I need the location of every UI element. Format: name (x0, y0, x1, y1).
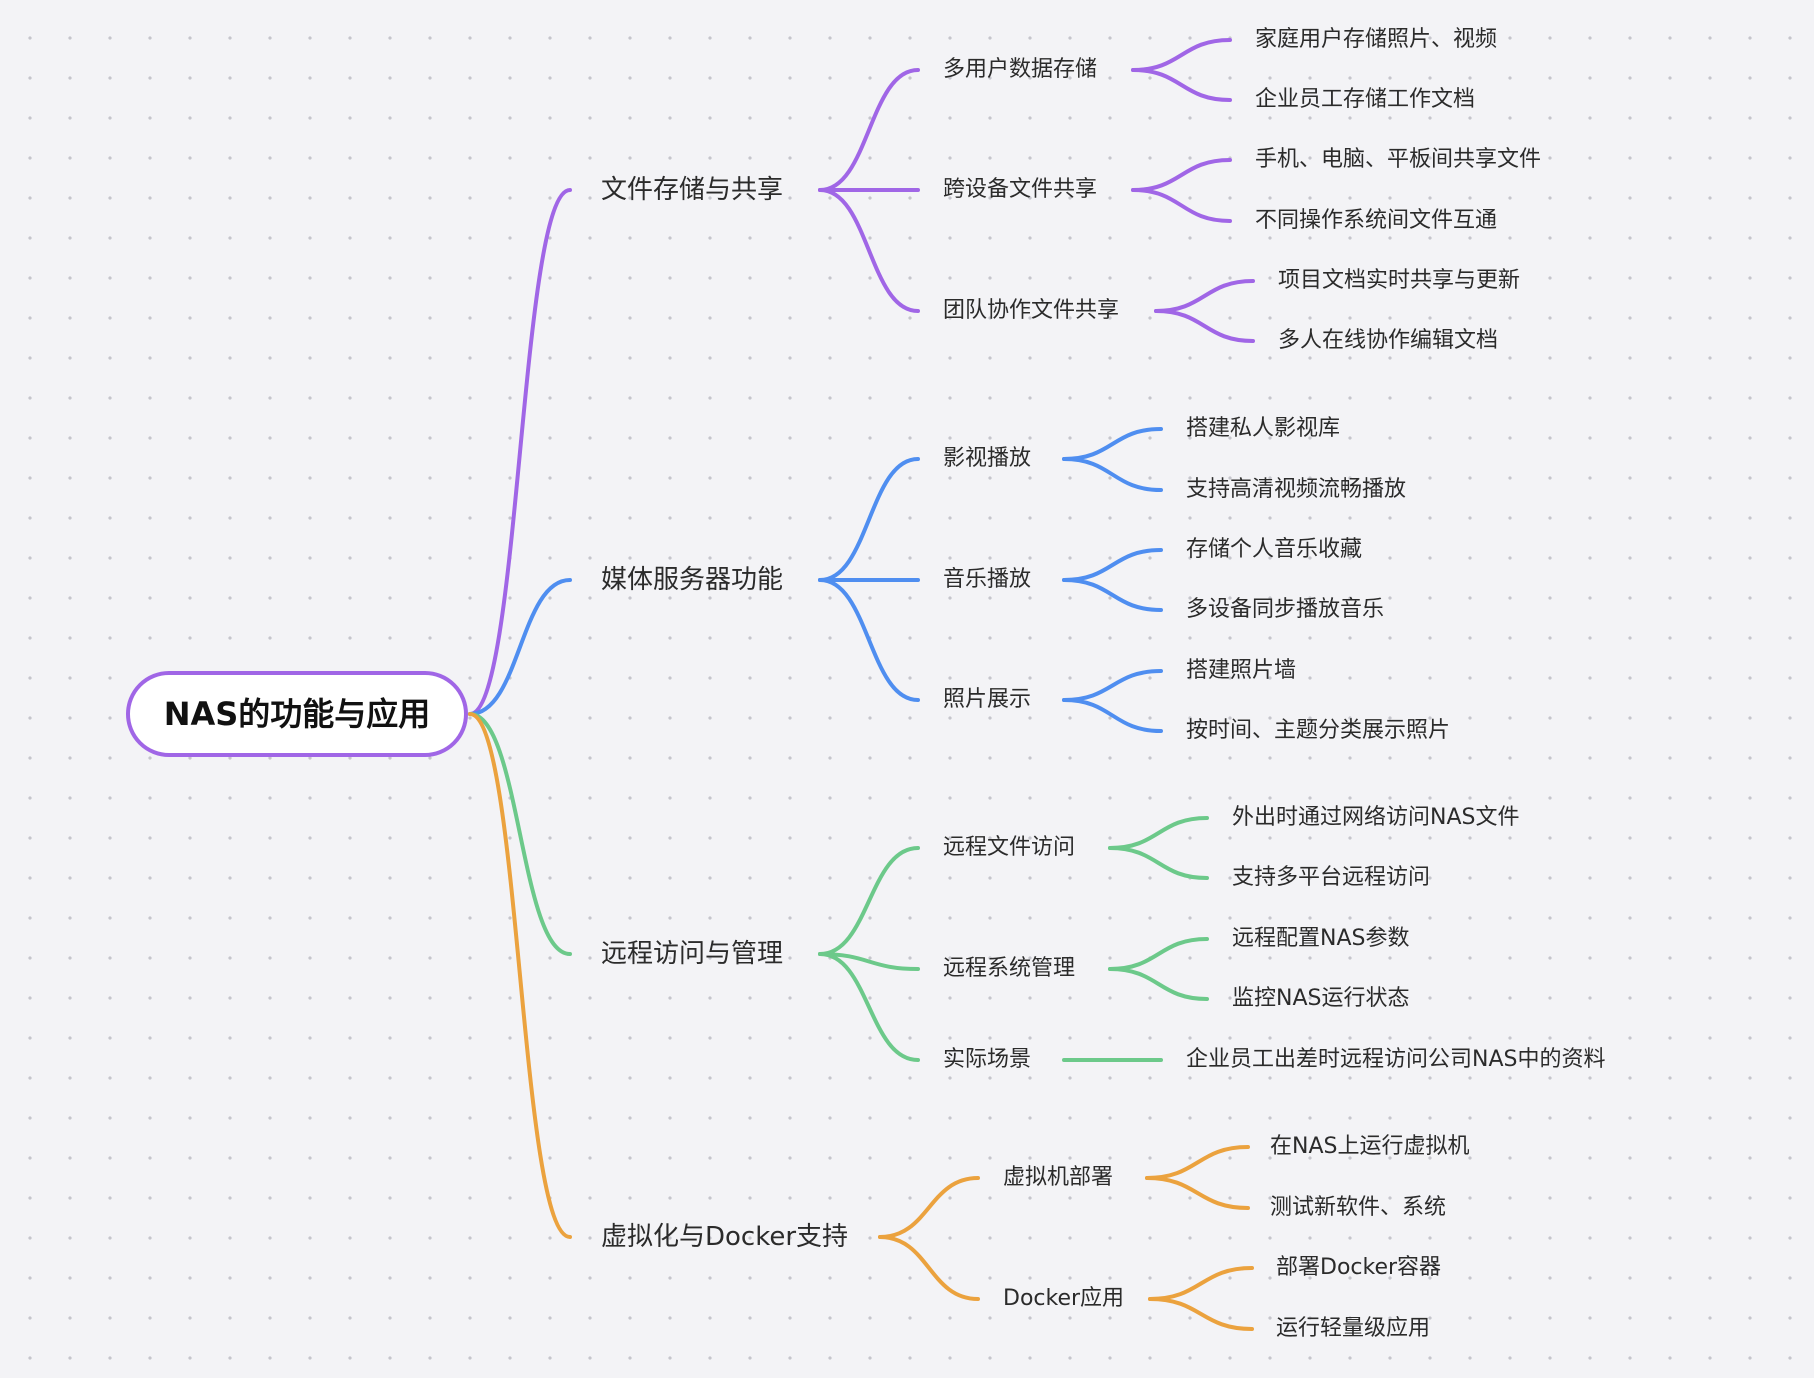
connector-topic-1-1-leaf-0 (1062, 548, 1163, 582)
leaf-hd-streaming[interactable]: 支持高清视频流畅播放 (1186, 477, 1407, 502)
connector-topic-3-0-leaf-0 (1145, 1145, 1250, 1180)
branch-media-server[interactable]: 媒体服务器功能 (601, 565, 784, 595)
topic-cross-device-sharing[interactable]: 跨设备文件共享 (943, 177, 1098, 202)
topic-video-playback[interactable]: 影视播放 (943, 446, 1032, 471)
connector-topic-2-0-leaf-0 (1108, 816, 1209, 850)
topic-music-playback[interactable]: 音乐播放 (943, 567, 1032, 592)
leaf-multi-device-music[interactable]: 多设备同步播放音乐 (1186, 597, 1385, 622)
connector-topic-0-0-leaf-1 (1131, 68, 1232, 102)
connector-root-branch-1 (468, 578, 572, 716)
leaf-cross-os-interop[interactable]: 不同操作系统间文件互通 (1255, 208, 1498, 233)
topic-remote-file-access[interactable]: 远程文件访问 (943, 835, 1076, 860)
connector-branch-0-topic-2 (818, 188, 920, 313)
leaf-deploy-docker-containers[interactable]: 部署Docker容器 (1276, 1255, 1442, 1280)
topic-remote-system-management[interactable]: 远程系统管理 (943, 956, 1076, 981)
connector-root-branch-3 (468, 712, 572, 1239)
connector-topic-0-1-leaf-1 (1131, 188, 1232, 223)
leaf-monitor-status[interactable]: 监控NAS运行状态 (1232, 986, 1410, 1011)
leaf-run-vm-on-nas[interactable]: 在NAS上运行虚拟机 (1270, 1134, 1470, 1159)
leaf-multi-platform-access[interactable]: 支持多平台远程访问 (1232, 865, 1431, 890)
connector-topic-2-1-leaf-1 (1108, 967, 1209, 1001)
topic-real-scenario[interactable]: 实际场景 (943, 1047, 1032, 1072)
connector-topic-1-0-leaf-1 (1062, 457, 1163, 492)
branch-file-storage-sharing[interactable]: 文件存储与共享 (601, 175, 784, 205)
connector-topic-1-2-leaf-0 (1062, 669, 1163, 702)
leaf-online-co-editing[interactable]: 多人在线协作编辑文档 (1278, 328, 1499, 353)
topic-docker-apps[interactable]: Docker应用 (1003, 1286, 1125, 1311)
connector-branch-2-topic-0 (818, 846, 920, 956)
leaf-phone-pc-tablet-sharing[interactable]: 手机、电脑、平板间共享文件 (1255, 147, 1542, 172)
leaf-access-nas-files-remotely[interactable]: 外出时通过网络访问NAS文件 (1232, 805, 1520, 830)
leaf-test-software-systems[interactable]: 测试新软件、系统 (1270, 1195, 1447, 1220)
connector-branch-0-topic-0 (818, 68, 920, 192)
connector-topic-1-1-leaf-1 (1062, 578, 1163, 612)
connector-topic-3-0-leaf-1 (1145, 1176, 1250, 1210)
leaf-private-video-library[interactable]: 搭建私人影视库 (1186, 416, 1341, 441)
connector-topic-2-1-leaf-0 (1108, 937, 1209, 971)
connector-branch-3-topic-1 (878, 1235, 980, 1301)
connector-topic-0-2-leaf-1 (1154, 309, 1255, 343)
mindmap-root[interactable]: NAS的功能与应用 (126, 671, 468, 757)
connector-topic-2-0-leaf-1 (1108, 846, 1209, 880)
connector-root-branch-2 (468, 712, 572, 956)
leaf-personal-music-collection[interactable]: 存储个人音乐收藏 (1186, 537, 1363, 562)
connector-branch-1-topic-0 (818, 457, 920, 582)
connector-topic-0-1-leaf-0 (1131, 158, 1232, 192)
connector-branch-2-topic-1 (818, 952, 920, 971)
connector-branch-1-topic-2 (818, 578, 920, 702)
leaf-business-trip-access[interactable]: 企业员工出差时远程访问公司NAS中的资料 (1186, 1047, 1606, 1072)
topic-team-collaboration[interactable]: 团队协作文件共享 (943, 298, 1120, 323)
connector-topic-0-2-leaf-0 (1154, 279, 1255, 313)
connector-topic-3-1-leaf-1 (1148, 1297, 1254, 1331)
connector-root-branch-0 (468, 188, 572, 716)
topic-vm-deployment[interactable]: 虚拟机部署 (1003, 1165, 1114, 1190)
connector-branch-2-topic-2 (818, 952, 920, 1062)
branch-remote-access[interactable]: 远程访问与管理 (601, 939, 784, 969)
leaf-remote-config[interactable]: 远程配置NAS参数 (1232, 926, 1410, 951)
connector-topic-1-2-leaf-1 (1062, 698, 1163, 733)
connector-topic-3-1-leaf-0 (1148, 1266, 1254, 1301)
connector-topic-1-0-leaf-0 (1062, 427, 1163, 461)
leaf-lightweight-apps[interactable]: 运行轻量级应用 (1276, 1316, 1431, 1341)
leaf-employee-documents[interactable]: 企业员工存储工作文档 (1255, 87, 1476, 112)
leaf-photos-by-time-theme[interactable]: 按时间、主题分类展示照片 (1186, 718, 1451, 743)
leaf-photo-wall[interactable]: 搭建照片墙 (1186, 658, 1297, 683)
topic-photo-display[interactable]: 照片展示 (943, 687, 1032, 712)
topic-multi-user-storage[interactable]: 多用户数据存储 (943, 57, 1098, 82)
connector-topic-0-0-leaf-0 (1131, 38, 1232, 72)
leaf-family-photos-videos[interactable]: 家庭用户存储照片、视频 (1255, 27, 1498, 52)
connector-branch-3-topic-0 (878, 1176, 980, 1239)
branch-virtualization-docker[interactable]: 虚拟化与Docker支持 (601, 1222, 849, 1252)
leaf-realtime-doc-sharing[interactable]: 项目文档实时共享与更新 (1278, 268, 1521, 293)
